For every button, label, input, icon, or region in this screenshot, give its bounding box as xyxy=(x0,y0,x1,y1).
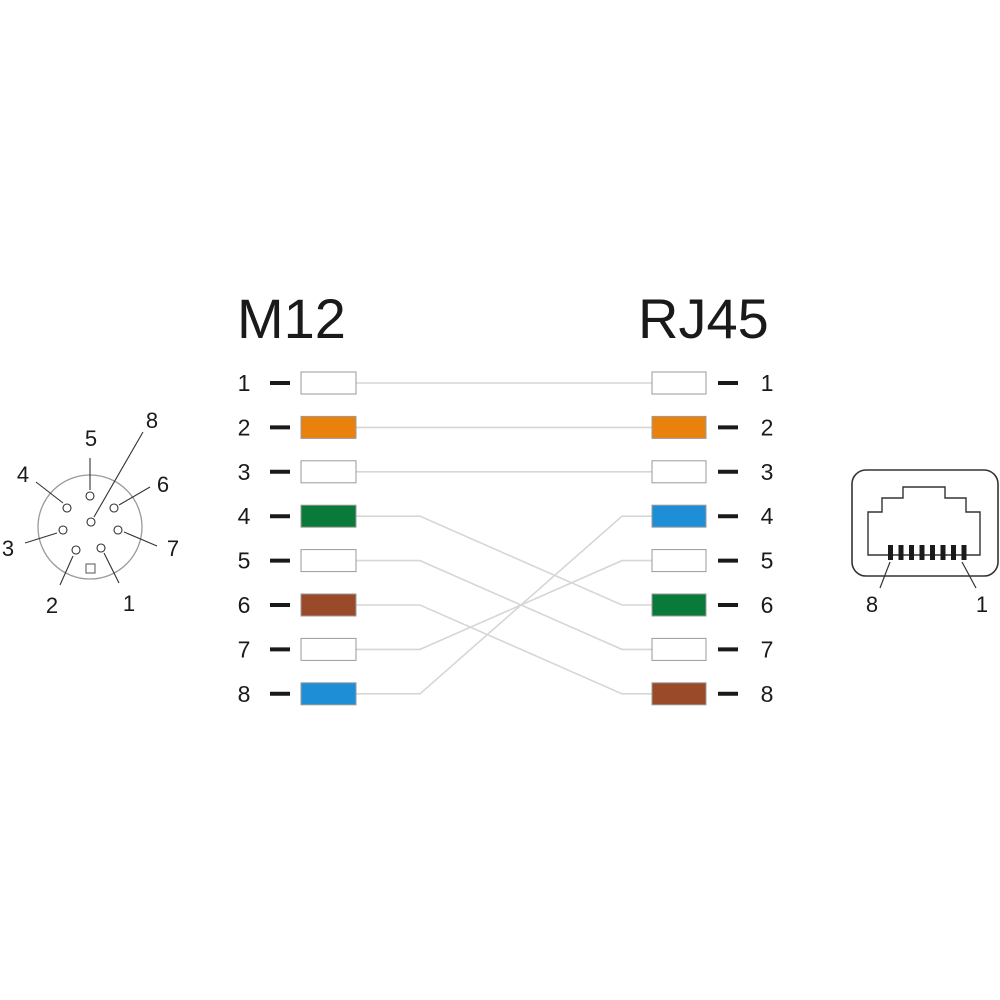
m12-face-leader-2 xyxy=(59,555,74,586)
rj45-wire-color-green xyxy=(651,593,707,617)
rj45-pin-label: 6 xyxy=(761,592,774,618)
m12-face-pin-3 xyxy=(58,525,68,535)
rj45-wire-color-white xyxy=(651,460,707,484)
m12-face-pin-1 xyxy=(96,543,106,553)
rj45-wire-color-white xyxy=(651,371,707,395)
m12-wire-color-white xyxy=(300,460,357,484)
rj45-pin-label: 4 xyxy=(761,503,774,529)
wire-group xyxy=(356,382,652,695)
m12-face-leader-1 xyxy=(103,552,120,584)
rj45-wire-color-blue xyxy=(651,504,707,528)
m12-face-pin-8 xyxy=(86,517,96,527)
rj45-jack-contact xyxy=(951,545,956,560)
m12-pin-rows: 1 2 3 4 5 6 7 8 xyxy=(238,370,357,707)
m12-wire-color-white xyxy=(300,371,357,395)
m12-face-pins: 1 2 3 4 5 6 7 8 xyxy=(2,408,179,618)
m12-connector-outline xyxy=(37,474,143,580)
m12-face-leader-3 xyxy=(24,532,58,544)
m12-pin-label: 5 xyxy=(238,548,251,574)
rj45-jack-contact xyxy=(898,545,904,560)
rj45-jack-contact xyxy=(930,545,935,560)
rj45-jack-contact xyxy=(961,545,967,560)
rj45-leader-1 xyxy=(961,561,977,589)
m12-wire-color-white xyxy=(300,637,357,661)
m12-coding-key xyxy=(85,563,96,574)
m12-face-pin-label: 2 xyxy=(46,593,58,618)
rj45-wire-color-white xyxy=(651,549,707,573)
m12-face-leader-8 xyxy=(93,431,144,518)
rj45-jack-opening xyxy=(867,486,981,556)
rj45-pin-label: 3 xyxy=(761,459,774,485)
m12-wire-color-green xyxy=(300,504,357,528)
m12-wire-color-blue xyxy=(300,682,357,706)
rj45-pin-label: 1 xyxy=(761,370,774,396)
m12-face-pin-label: 6 xyxy=(157,472,169,497)
m12-face-pin-label: 5 xyxy=(85,426,97,451)
rj45-pin-label: 2 xyxy=(761,414,774,440)
rj45-label-left: 8 xyxy=(866,592,878,617)
rj45-wire-color-orange xyxy=(651,415,707,439)
m12-wire-color-brown xyxy=(300,593,357,617)
m12-face-leader-7 xyxy=(123,531,158,547)
m12-header: M12 xyxy=(237,287,346,350)
m12-face-pin-label: 7 xyxy=(167,536,179,561)
rj45-jack-face: 8 1 xyxy=(851,469,999,617)
rj45-jack-contact xyxy=(940,545,946,560)
rj45-pin-label: 8 xyxy=(761,681,774,707)
m12-face-leader-6 xyxy=(118,486,151,506)
m12-face-pin-4 xyxy=(62,503,72,513)
m12-face-pin-label: 8 xyxy=(146,408,158,433)
m12-face-pin-5 xyxy=(85,491,95,501)
rj45-jack-housing xyxy=(851,469,999,577)
m12-pin-label: 6 xyxy=(238,592,251,618)
rj45-jack-contact xyxy=(919,545,925,560)
rj45-label-right: 1 xyxy=(976,592,988,617)
rj45-wire-color-brown xyxy=(651,682,707,706)
m12-face-pin-6 xyxy=(109,503,119,513)
m12-pin-label: 1 xyxy=(238,370,251,396)
rj45-jack-contacts xyxy=(888,545,967,560)
m12-pin-label: 7 xyxy=(238,636,251,662)
rj45-header: RJ45 xyxy=(638,287,769,350)
rj45-jack-contact xyxy=(909,545,914,560)
rj45-pin-rows: 1 2 3 4 5 6 7 8 xyxy=(651,370,774,707)
m12-face-leader-4 xyxy=(35,481,64,504)
wire-m12-8-to-rj45-4 xyxy=(356,515,652,695)
m12-face-pin-2 xyxy=(71,545,81,555)
m12-pin-label: 3 xyxy=(238,459,251,485)
rj45-jack-contact xyxy=(888,545,893,560)
m12-face-pin-label: 3 xyxy=(2,536,14,561)
m12-wire-color-white xyxy=(300,549,357,573)
m12-face-pin-label: 4 xyxy=(17,462,29,487)
rj45-wire-color-white xyxy=(651,637,707,661)
m12-pin-label: 4 xyxy=(238,503,251,529)
m12-face-pin-label: 1 xyxy=(123,591,135,616)
m12-face-pin-7 xyxy=(113,525,123,535)
wire-m12-6-to-rj45-8 xyxy=(356,604,652,695)
rj45-pin-label: 5 xyxy=(761,548,774,574)
rj45-leader-8 xyxy=(879,561,891,589)
m12-pin-label: 2 xyxy=(238,414,251,440)
m12-wire-color-orange xyxy=(300,415,357,439)
rj45-pin-label: 7 xyxy=(761,636,774,662)
wire-m12-4-to-rj45-6 xyxy=(356,515,652,606)
m12-pin-label: 8 xyxy=(238,681,251,707)
m12-connector-face: 1 2 3 4 5 6 7 8 xyxy=(2,408,179,618)
